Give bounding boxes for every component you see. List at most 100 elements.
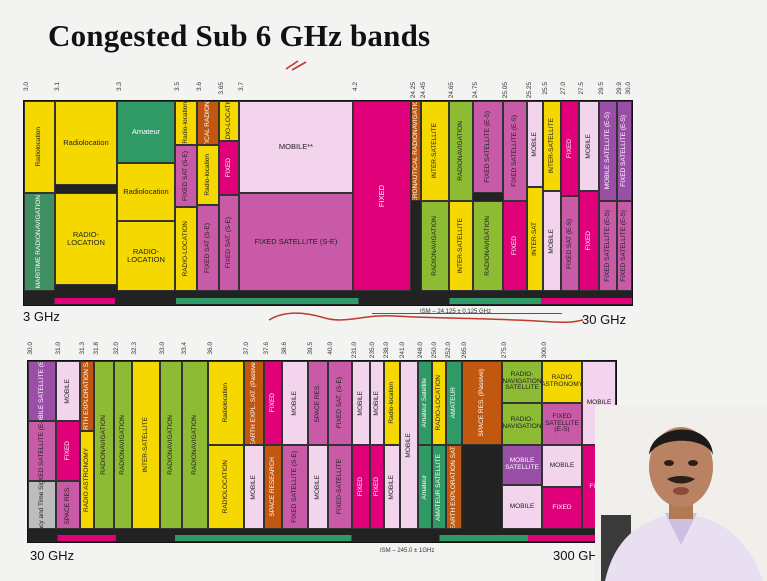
bottom-tick-label: 37.0: [243, 342, 250, 355]
top-band-label: RADIO-LOCATION: [183, 221, 190, 277]
top-band-block: Radiolocation: [117, 163, 175, 221]
red-pen-underline: [265, 306, 585, 328]
bottom-tick-label: 33.0: [159, 342, 166, 355]
top-band-label: FIXED SATELLITE (E-S): [621, 115, 628, 187]
top-tick-label: 24.45: [420, 82, 427, 98]
bottom-tick-label: 37.6: [263, 342, 270, 355]
top-band-label: MOBILE: [549, 229, 556, 254]
bottom-band-label: EARTH EXPLORATION SAT.: [84, 361, 91, 431]
bottom-band-block: SPACE RES. (Passive): [462, 361, 502, 445]
bottom-band-label: FIXED: [65, 441, 72, 460]
bottom-band-label: RADIONAVIGATION: [120, 415, 127, 475]
top-band-label: MOBILE**: [279, 143, 313, 151]
bottom-frequency-chart: MOBILE SATELLITE (E-S)FIXED SATELLITE (E…: [27, 360, 617, 543]
bottom-band-label: MOBILE: [358, 391, 365, 416]
top-band-block: FIXED: [561, 101, 579, 196]
bottom-band-block: RADIO ASTRONOMY: [80, 431, 94, 529]
top-band-label: RADIO-LOCATION: [56, 231, 116, 247]
bottom-band-label: RADIO ASTRONOMY: [84, 448, 91, 512]
bottom-band-block: MOBILE: [282, 361, 308, 445]
bottom-band-block: FIXED: [370, 445, 384, 529]
bottom-band-label: Radiolocation: [223, 383, 230, 422]
top-tick-label: 24.75: [472, 82, 479, 98]
bottom-band-label: MOBILE: [510, 504, 535, 511]
top-band-label: FIXED: [512, 236, 519, 255]
top-band-block: AERONAUTICAL RADIONAVIGATION: [411, 101, 421, 201]
top-band-label: FIXED: [586, 231, 593, 250]
bottom-tick-label: 31.8: [93, 342, 100, 355]
bottom-band-label: RADIONAVIGATION: [101, 415, 108, 475]
bottom-band-label: SPACE RES. (Passive): [479, 369, 486, 436]
bottom-band-label: Amateur Satellite: [422, 378, 429, 428]
top-band-label: Radiolocation: [63, 139, 108, 147]
top-tick-label: 3.5: [174, 82, 181, 91]
top-band-block: Radio-location: [175, 101, 197, 145]
bottom-band-block: SPACE RES.: [56, 481, 80, 529]
bottom-band-label: RADIONAVIGATION: [192, 415, 199, 475]
bottom-band-label: MOBILE: [251, 475, 258, 500]
bottom-tick-label: 39.5: [307, 342, 314, 355]
bottom-band-block: FIXED: [56, 421, 80, 481]
bottom-band-block: Standard Frequency and Time Signal Satel…: [28, 481, 56, 529]
bottom-band-label: Radio-location: [389, 382, 396, 424]
bottom-tick-label: 36.0: [207, 342, 214, 355]
bottom-allocation-strip: [28, 535, 616, 541]
top-band-block: Amateur: [117, 101, 175, 163]
bottom-band-label: AMATEUR: [451, 387, 458, 418]
top-tick-label: 3.0: [23, 82, 30, 91]
top-band-label: MOBILE SATELLITE (E-S): [605, 112, 612, 189]
top-end-label: 30 GHz: [582, 312, 626, 327]
top-band-block: MOBILE: [579, 101, 599, 191]
bottom-band-label: RADIOLOCATION: [223, 460, 230, 513]
bottom-band-label: RADIO-NAVIGATION: [502, 417, 541, 431]
presenter-photo: [595, 405, 767, 581]
top-band-block: FIXED: [579, 191, 599, 291]
bottom-band-block: RADIONAVIGATION: [182, 361, 208, 529]
bottom-band-block: AMATEUR: [446, 361, 462, 445]
bottom-band-block: RADIO-NAVIGATION: [502, 403, 542, 445]
top-band-block: INTER-SATELLITE: [449, 201, 473, 291]
top-band-label: AERONAUTICAL RADIONAVIGATION: [413, 101, 420, 201]
top-tick-label: 24.25: [410, 82, 417, 98]
top-band-block: FIXED SATELLITE (S-E): [239, 193, 353, 291]
bottom-band-block: FIXED SATELLITE (E-S): [28, 421, 56, 481]
bottom-tick-label: 40.0: [327, 342, 334, 355]
bottom-tick-label: 238.0: [383, 342, 390, 358]
top-band-label: Amateur: [132, 128, 160, 136]
top-band-block: FIXED SAT (S-E): [175, 145, 197, 207]
bottom-band-label: FIXED SAT. (S-E): [337, 377, 344, 428]
bottom-tick-label: 250.0: [431, 342, 438, 358]
top-tick-label: 3.7: [238, 82, 245, 91]
bottom-tick-label: 31.0: [55, 342, 62, 355]
bottom-band-label: RADIO ASTRONOMY: [542, 375, 582, 389]
bottom-band-label: AMATEUR SATELLITE: [436, 454, 443, 521]
bottom-band-label: MOBILE: [292, 391, 299, 416]
top-band-block: MOBILE: [527, 101, 543, 187]
top-band-label: FIXED SAT (S-E): [205, 223, 212, 273]
bottom-band-label: Amateur: [422, 475, 429, 500]
bottom-band-block: FIXED SATELLITE (S-E): [282, 445, 308, 529]
top-band-block: RADIONAVIGATION: [473, 201, 503, 291]
top-band-label: FIXED SATELLITE (E-S): [512, 115, 519, 187]
top-band-label: FIXED SATELLITE (E-S): [485, 111, 492, 183]
bottom-band-label: RADIO-NAVIGATION SATELLITE: [502, 372, 541, 392]
top-band-label: FIXED: [567, 139, 574, 158]
bottom-band-label: FIXED: [270, 393, 277, 412]
bottom-tick-label: 252.0: [445, 342, 452, 358]
bottom-band-block: MOBILE SATELLITE: [502, 445, 542, 485]
top-band-block: INTER-SATELLITE: [543, 101, 561, 191]
bottom-tick-label: 38.6: [281, 342, 288, 355]
bottom-band-label: MOBILE SATELLITE (E-S): [39, 361, 46, 421]
bottom-band-block: RADIOLOCATION: [208, 445, 244, 529]
top-tick-label: 4.2: [352, 82, 359, 91]
top-band-label: FIXED SATELLITE (S-E): [255, 238, 338, 246]
top-band-block: FIXED: [219, 141, 239, 195]
top-tick-label: 30.0: [625, 82, 632, 95]
top-band-label: FIXED SAT (E-S): [567, 219, 574, 269]
bottom-band-block: MOBILE: [542, 445, 582, 487]
bottom-band-label: EARTH EXPL. SAT. (Passive): [251, 361, 258, 445]
bottom-band-block: EARTH EXPL. SAT. (Passive): [244, 361, 264, 445]
bottom-band-block: FIXED SAT. (S-E): [328, 361, 352, 445]
top-band-block: FIXED SAT (E-S): [561, 196, 579, 291]
